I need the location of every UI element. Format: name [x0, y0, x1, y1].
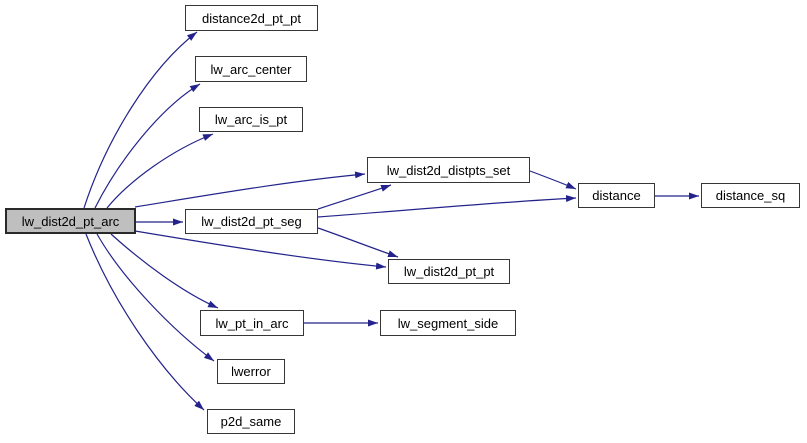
node-lw_dist2d_distpts_set[interactable]: lw_dist2d_distpts_set — [367, 157, 530, 183]
node-distance_sq[interactable]: distance_sq — [701, 183, 800, 208]
node-distance[interactable]: distance — [578, 183, 655, 208]
node-distance2d_pt_pt[interactable]: distance2d_pt_pt — [185, 5, 318, 31]
node-lw_pt_in_arc[interactable]: lw_pt_in_arc — [200, 310, 304, 336]
edge-lw_dist2d_pt_seg-to-lw_dist2d_pt_pt — [317, 227, 399, 258]
edge-lw_dist2d_pt_arc-to-p2d_same — [85, 233, 205, 411]
edge-lw_dist2d_pt_seg-to-distance — [317, 195, 577, 218]
edge-lw_dist2d_pt_arc-to-lw_pt_in_arc — [110, 233, 219, 309]
node-lw_dist2d_pt_pt[interactable]: lw_dist2d_pt_pt — [388, 259, 510, 284]
edge-lw_dist2d_pt_arc-to-distance2d_pt_pt — [83, 31, 198, 209]
edge-lw_dist2d_pt_arc-to-lw_dist2d_distpts_set — [134, 171, 366, 208]
edge-lw_dist2d_pt_arc-to-lw_dist2d_pt_pt — [134, 230, 387, 270]
node-lw_dist2d_pt_seg[interactable]: lw_dist2d_pt_seg — [185, 209, 318, 234]
node-lwerror[interactable]: lwerror — [217, 359, 285, 384]
edge-lw_dist2d_pt_arc-to-lw_arc_center — [94, 83, 201, 209]
node-lw_arc_is_pt[interactable]: lw_arc_is_pt — [199, 107, 303, 132]
edge-lw_dist2d_distpts_set-to-distance — [529, 170, 577, 190]
node-lw_segment_side[interactable]: lw_segment_side — [380, 310, 516, 336]
node-lw_arc_center[interactable]: lw_arc_center — [195, 56, 307, 82]
node-lw_dist2d_pt_arc: lw_dist2d_pt_arc — [5, 208, 136, 234]
edge-lw_dist2d_pt_arc-to-lwerror — [96, 233, 215, 362]
edge-lw_dist2d_pt_seg-to-lw_dist2d_distpts_set — [317, 184, 392, 210]
node-p2d_same[interactable]: p2d_same — [207, 409, 295, 434]
edge-lw_dist2d_pt_arc-to-lw_arc_is_pt — [106, 133, 214, 209]
